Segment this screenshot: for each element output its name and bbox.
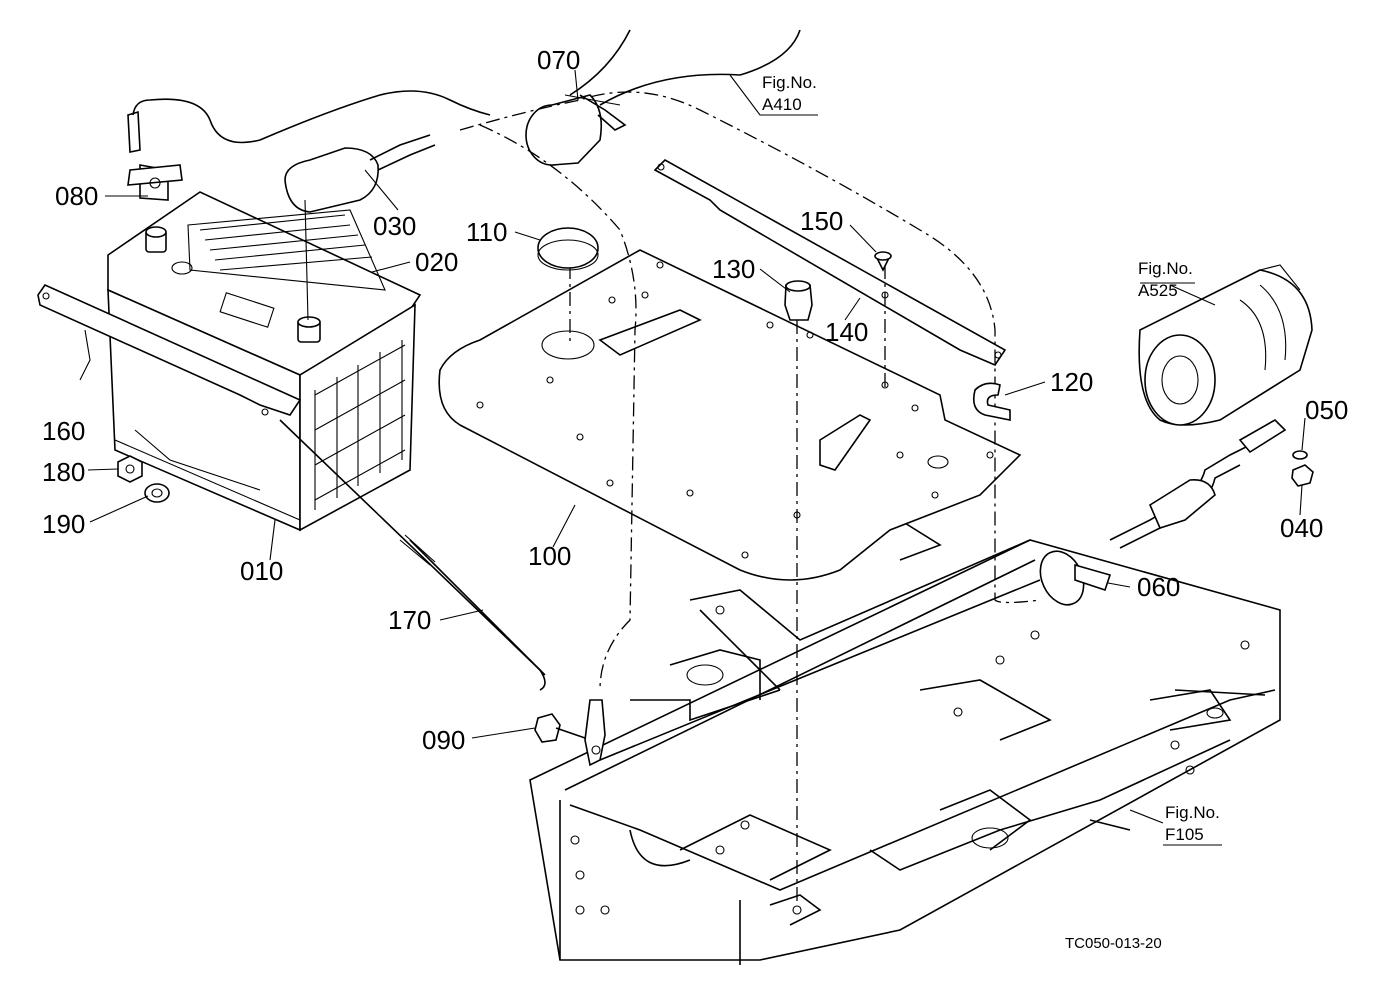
- starter-cable-lug: [1238, 419, 1287, 454]
- hold-down-rod: [279, 419, 546, 691]
- label-130: 130: [712, 254, 755, 284]
- label-190: 190: [42, 509, 85, 539]
- label-050: 050: [1305, 395, 1348, 425]
- battery-switch: [525, 94, 627, 166]
- battery-terminal-negative: [297, 316, 321, 343]
- label-160: 160: [42, 416, 85, 446]
- figure-ref-f105-line2: F105: [1165, 825, 1204, 844]
- harness-wire-b: [599, 29, 801, 106]
- label-170: 170: [388, 605, 431, 635]
- figure-ref-a410-line2: A410: [762, 95, 802, 114]
- label-010: 010: [240, 556, 283, 586]
- route-line-ground: [479, 124, 637, 691]
- hex-nut: [1291, 464, 1314, 487]
- figure-ref-a525-line1: Fig.No.: [1138, 259, 1193, 278]
- ground-bolt: [534, 713, 586, 743]
- rubber-plug: [537, 227, 599, 271]
- figure-ref-a410-line1: Fig.No.: [762, 73, 817, 92]
- floor-plate: [438, 249, 1022, 581]
- label-180: 180: [42, 457, 85, 487]
- label-140: 140: [825, 317, 868, 347]
- battery-cell-grid: [314, 340, 406, 510]
- screw: [874, 251, 892, 272]
- label-070: 070: [537, 45, 580, 75]
- hold-down-nut: [117, 455, 143, 483]
- battery-hold-down-bar: [37, 283, 302, 416]
- label-060: 060: [1137, 572, 1180, 602]
- starter-cable-boot: [1148, 478, 1216, 529]
- leader-lines: [79, 69, 1306, 846]
- lock-washer: [1292, 450, 1308, 460]
- figure-ref-a525: Fig.No. A525: [1138, 259, 1193, 300]
- label-030: 030: [373, 211, 416, 241]
- positive-cable: [284, 134, 436, 321]
- ground-cable-lug: [584, 699, 606, 767]
- label-040: 040: [1280, 513, 1323, 543]
- label-120: 120: [1050, 367, 1093, 397]
- battery-terminal-positive: [145, 226, 167, 253]
- label-100: 100: [528, 541, 571, 571]
- label-080: 080: [55, 181, 98, 211]
- figure-ref-f105-line1: Fig.No.: [1165, 803, 1220, 822]
- cable-clamp: [972, 382, 1011, 421]
- figure-ref-f105: Fig.No. F105: [1165, 803, 1220, 844]
- ground-wire: [132, 90, 491, 144]
- drawing-code: TC050-013-20: [1065, 935, 1162, 952]
- label-090: 090: [422, 725, 465, 755]
- route-line-harness: [459, 91, 1041, 604]
- starter-motor: [1138, 264, 1313, 426]
- grommet-bolt: [784, 280, 813, 321]
- label-150: 150: [800, 206, 843, 236]
- figure-ref-a525-line2: A525: [1138, 281, 1178, 300]
- main-frame: [529, 519, 1281, 965]
- negative-cable-terminal: [127, 110, 183, 201]
- label-020: 020: [415, 247, 458, 277]
- hold-down-washer: [144, 483, 170, 503]
- figure-ref-a410: Fig.No. A410: [762, 73, 817, 114]
- battery-bracket-bar: [653, 159, 1007, 366]
- cable-band: [1039, 550, 1112, 606]
- label-110: 110: [466, 217, 507, 247]
- harness-wire-a: [569, 29, 631, 96]
